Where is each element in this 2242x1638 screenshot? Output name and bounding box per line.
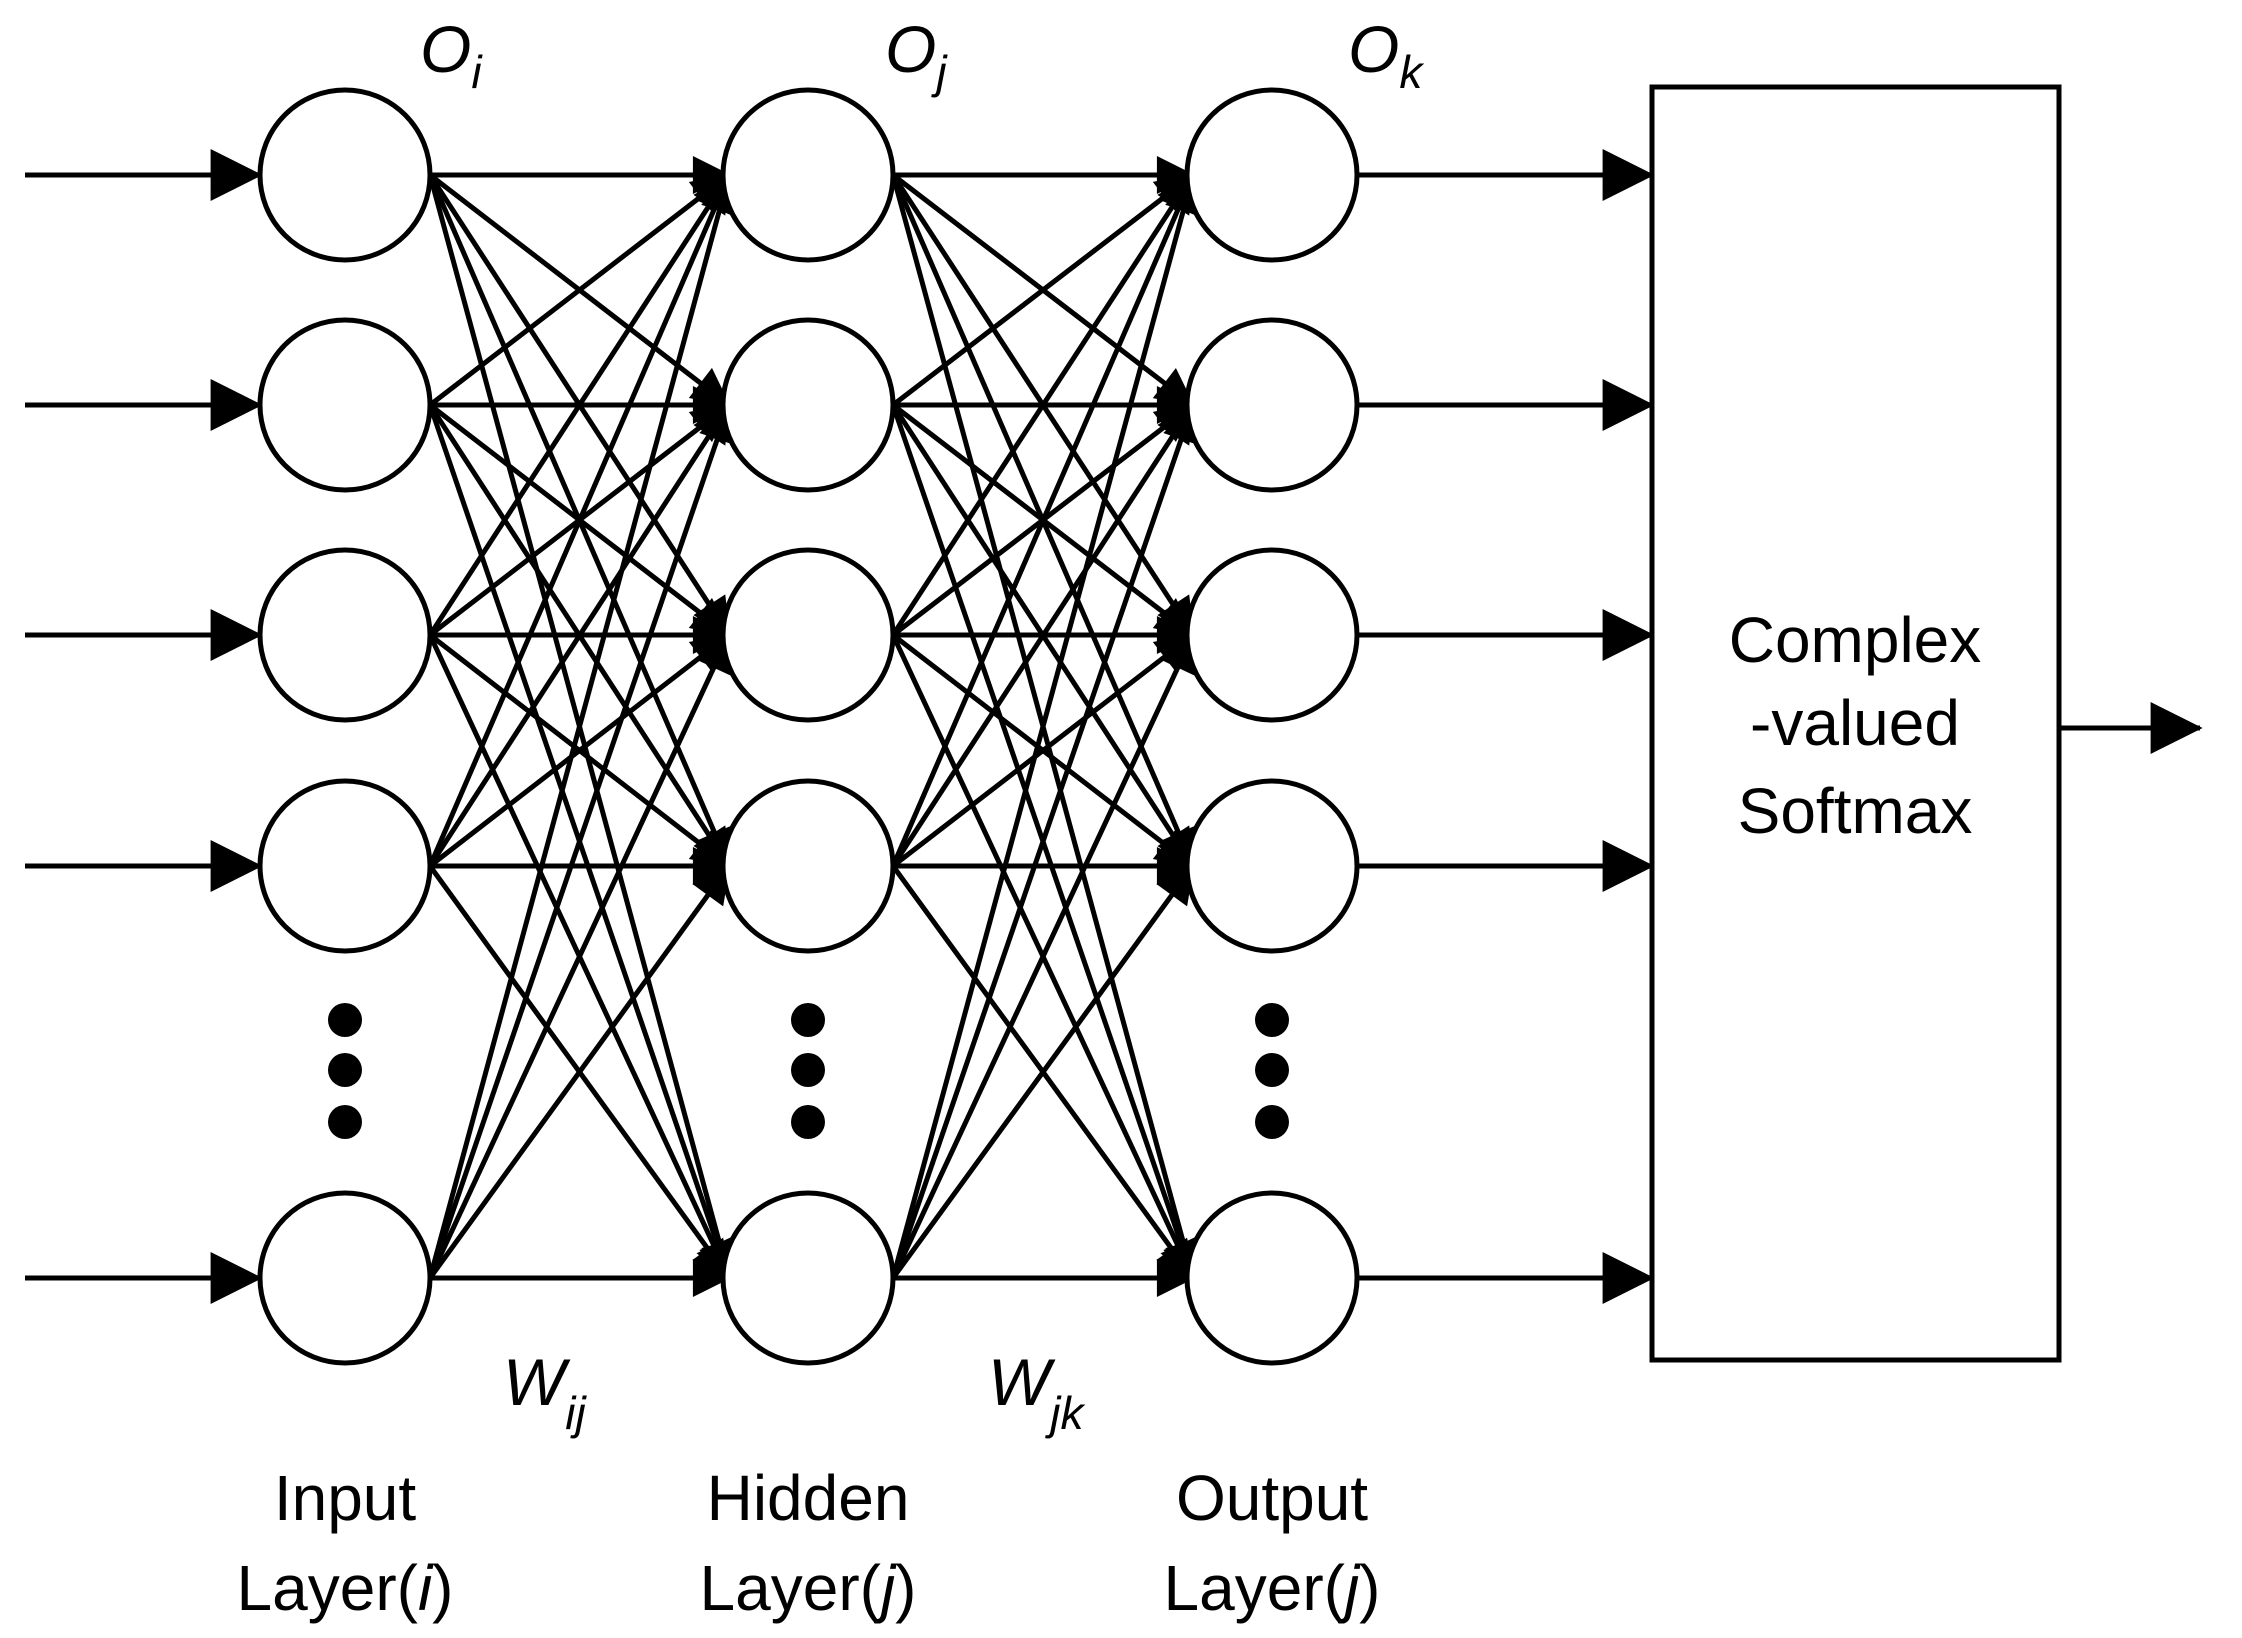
input-ellipsis-dot — [328, 1105, 362, 1139]
hidden-neuron — [720, 547, 896, 723]
weight-connection — [427, 633, 732, 1280]
input-layer-name-line1: Input — [274, 1462, 417, 1534]
hidden-layer-name-line1: Hidden — [707, 1462, 910, 1534]
weight-connection — [891, 173, 1195, 407]
hidden-ellipsis-dot — [791, 1003, 825, 1037]
output-ellipsis-dot — [1255, 1053, 1289, 1087]
hidden-ellipsis-dot — [791, 1053, 825, 1087]
output-ellipsis-dot — [1255, 1105, 1289, 1139]
weight-connection — [890, 173, 1196, 637]
weight-connection — [427, 403, 732, 868]
hidden-neuron — [720, 317, 896, 493]
weight-connection — [427, 173, 733, 867]
output-layer-name-line2: Layer(j) — [1164, 1552, 1381, 1624]
output-ellipsis-dot — [1255, 1003, 1289, 1037]
input-output-label: Oi — [420, 12, 483, 98]
softmax-label-line3: Softmax — [1738, 775, 1973, 847]
input-ellipsis-dot — [328, 1003, 362, 1037]
input-layer-name-line2: Layer(i) — [237, 1552, 454, 1624]
output-output-label: Ok — [1348, 12, 1424, 98]
input-neuron — [257, 778, 433, 954]
neuron-nodes — [257, 87, 1360, 1366]
output-neuron — [1184, 317, 1360, 493]
weight-connection — [890, 173, 1202, 1279]
softmax-label-line2: -valued — [1750, 687, 1960, 759]
softmax-box — [1649, 84, 2062, 1363]
weight-connection — [890, 633, 1196, 1280]
weight-label-jk: Wjk — [988, 1345, 1086, 1439]
input-neuron — [257, 87, 433, 263]
weight-connection — [890, 403, 1196, 868]
hidden-neuron — [720, 1190, 896, 1366]
softmax-label-line1: Complex — [1729, 604, 1982, 676]
weight-connection — [427, 173, 732, 637]
weight-connection — [890, 864, 1196, 1280]
input-ellipsis-dot — [328, 1053, 362, 1087]
input-neuron — [257, 1190, 433, 1366]
hidden-neuron — [720, 87, 896, 263]
hidden-neuron — [720, 778, 896, 954]
hidden-layer-name-line2: Layer(j) — [700, 1552, 917, 1624]
weight-label-ij: Wij — [503, 1345, 588, 1439]
output-neuron — [1184, 547, 1360, 723]
output-neuron — [1184, 1190, 1360, 1366]
hidden-output-label: Oj — [885, 12, 948, 98]
weight-connection — [891, 633, 1195, 868]
ellipsis-dots — [328, 1003, 1289, 1139]
hidden-ellipsis-dot — [791, 1105, 825, 1139]
weight-connection — [428, 633, 731, 868]
connection-lines — [25, 149, 2203, 1304]
input-neuron — [257, 547, 433, 723]
output-neuron — [1184, 87, 1360, 263]
weight-connection — [890, 403, 1200, 1279]
input-neuron — [257, 317, 433, 493]
output-neuron — [1184, 778, 1360, 954]
weight-connection — [427, 864, 732, 1280]
output-layer-name-line1: Output — [1176, 1462, 1368, 1534]
weight-connection — [428, 173, 731, 407]
weight-connection — [427, 173, 738, 1279]
weight-connection — [890, 173, 1197, 867]
weight-connection — [427, 403, 736, 1279]
